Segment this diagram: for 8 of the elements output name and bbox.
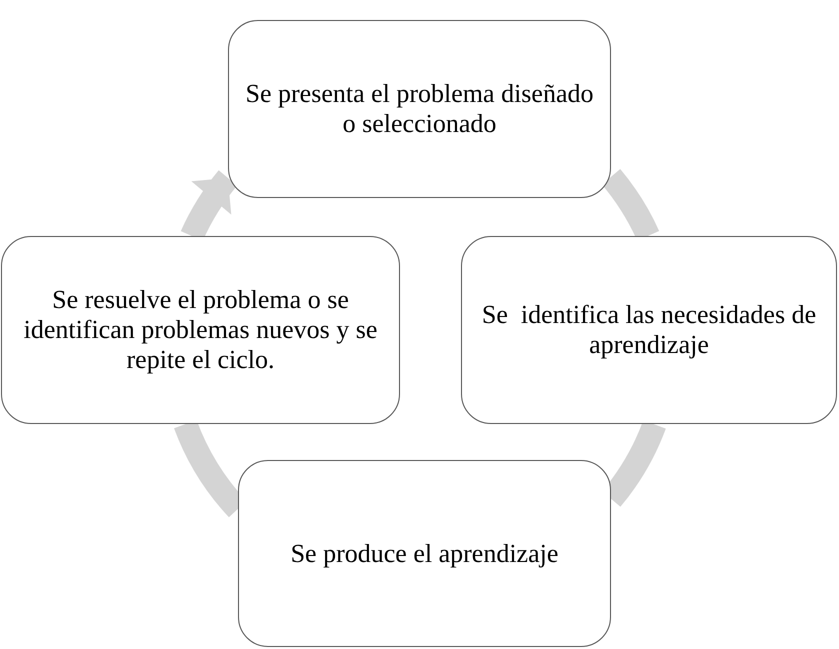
process-box — [461, 236, 837, 424]
process-box — [1, 236, 400, 424]
step-text: Se resuelve el problema o se identifican problemas nuevos y se repite el ciclo. — [22, 285, 378, 375]
step-text: Se produce el aprendizaje — [290, 538, 558, 568]
process-box — [228, 20, 611, 198]
process-box — [238, 460, 611, 647]
step-text: Se presenta el problema diseñado o seleccionado — [244, 79, 594, 139]
step-text: Se identifica las necesidades de aprendizaje — [480, 300, 818, 360]
